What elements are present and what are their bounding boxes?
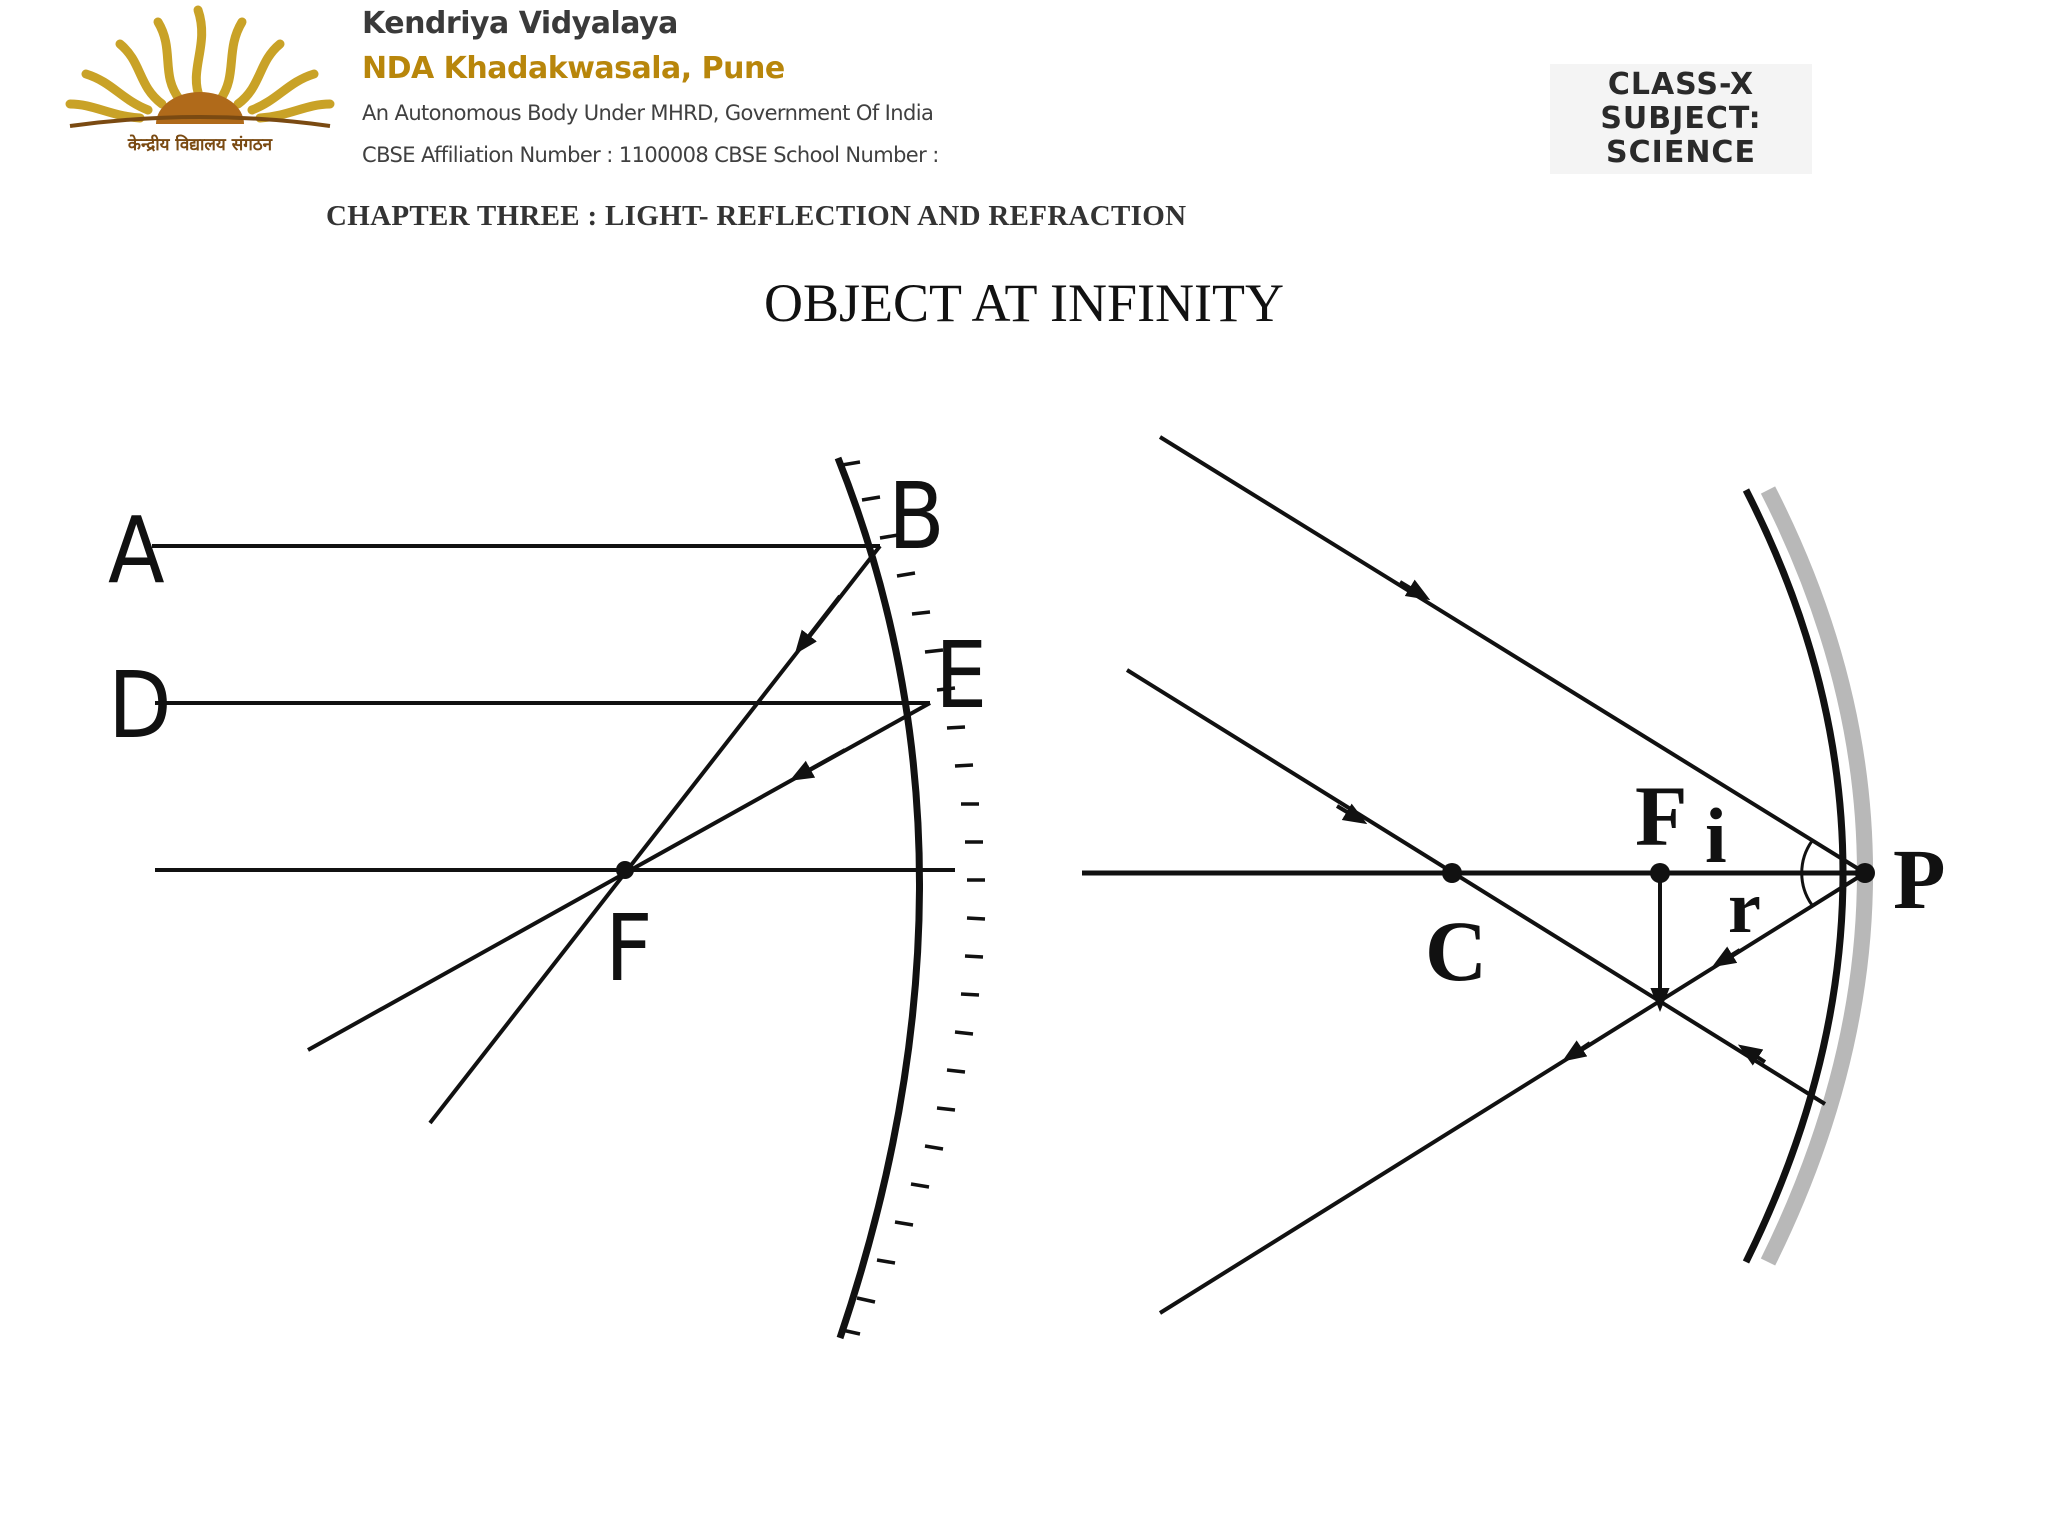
ray-b-arrow	[794, 594, 842, 655]
return-ray-arrow	[1737, 1044, 1767, 1066]
label-c: C	[1425, 903, 1487, 999]
left-concave-mirror	[834, 456, 923, 1340]
subject-value: SCIENCE	[1606, 135, 1756, 170]
centre-of-curvature-point	[1442, 863, 1462, 883]
reflected-arrow-2	[1562, 1040, 1592, 1062]
header: केन्द्रीय विद्यालय संगठन Kendriya Vidyal…	[0, 0, 2048, 260]
incident-arrow-2	[1335, 803, 1368, 825]
reflected-arrow-1	[1711, 946, 1742, 968]
label-i: i	[1705, 792, 1727, 879]
right-mirror-diagram: F i r C P	[1082, 435, 1946, 1315]
school-name: Kendriya Vidyalaya	[362, 6, 678, 41]
ray-e-arrow	[789, 748, 846, 781]
pole-point	[1855, 863, 1875, 883]
class-subject-box: CLASS-X SUBJECT: SCIENCE	[1550, 64, 1812, 174]
angle-arc	[1800, 840, 1814, 906]
reflected-ray-from-pole	[1158, 871, 1867, 1315]
subject-label: SUBJECT:	[1600, 101, 1762, 136]
class-label: CLASS-X	[1607, 67, 1755, 102]
label-r: r	[1728, 867, 1761, 949]
focus-point-right	[1650, 863, 1670, 883]
label-d: D	[108, 652, 172, 759]
label-f-left: F	[605, 895, 653, 1002]
cbse-affiliation-line: CBSE Affiliation Number : 1100008 CBSE S…	[362, 143, 939, 167]
logo-text: केन्द्रीय विद्यालय संगठन	[127, 134, 273, 155]
kendriya-vidyalaya-logo-icon: केन्द्रीय विद्यालय संगठन	[65, 5, 335, 155]
left-mirror-diagram: A B D E F	[108, 456, 987, 1340]
school-branch: NDA Khadakwasala, Pune	[362, 51, 785, 86]
chapter-title: CHAPTER THREE : LIGHT- REFLECTION AND RE…	[326, 200, 1187, 232]
label-e: E	[935, 622, 987, 729]
incident-arrow-1	[1398, 579, 1431, 601]
mirror-hatching	[841, 460, 986, 1336]
slide-title: OBJECT AT INFINITY	[763, 273, 1285, 333]
label-b: B	[888, 463, 945, 570]
mirror-shading	[1760, 486, 1873, 1266]
ray-through-centre	[1125, 668, 1827, 1106]
label-a: A	[108, 497, 165, 604]
school-affiliation-line: An Autonomous Body Under MHRD, Governmen…	[362, 101, 934, 125]
label-p: P	[1893, 831, 1946, 927]
incident-ray-to-pole	[1158, 435, 1867, 875]
label-f-right: F	[1635, 768, 1688, 864]
focus-point-left	[616, 861, 634, 879]
